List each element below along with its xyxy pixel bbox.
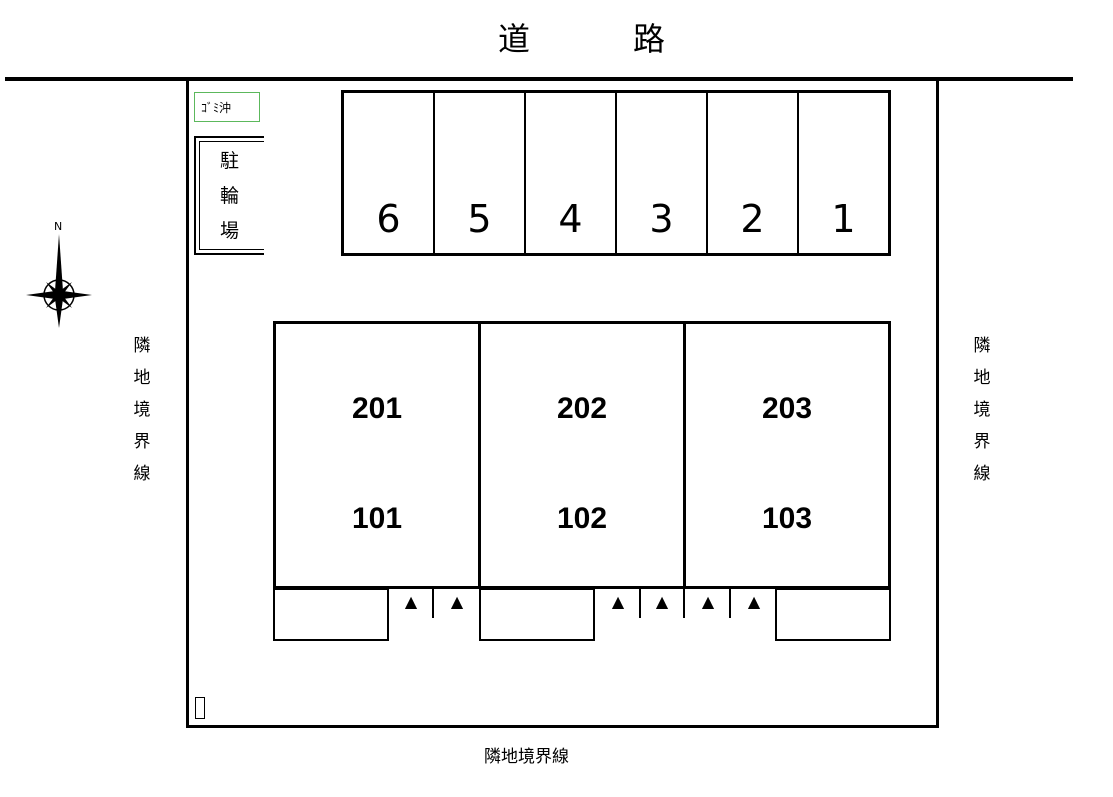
unit-number-lower: 103 bbox=[761, 502, 813, 535]
boundary-char: 境 bbox=[133, 400, 151, 420]
parking-spot: 4 bbox=[524, 93, 615, 253]
site-boundary bbox=[186, 79, 939, 728]
bicycle-parking-char: 場 bbox=[220, 220, 240, 242]
parking-spot-number: 3 bbox=[649, 197, 674, 241]
unit-number-lower: 101 bbox=[351, 502, 403, 535]
compass-north-label: N bbox=[54, 220, 63, 233]
bottom-boundary-label: 隣地境界線 bbox=[484, 747, 569, 767]
porch-box bbox=[273, 588, 389, 641]
parking-spot-number: 4 bbox=[558, 197, 583, 241]
unit-number-upper: 201 bbox=[351, 392, 403, 425]
entrance-strip: ▲ ▲ ▲ ▲ ▲ ▲ bbox=[273, 588, 891, 641]
parking-spot: 3 bbox=[615, 93, 706, 253]
apartment-building: 201 101 202 102 203 103 bbox=[273, 321, 891, 589]
boundary-char: 隣 bbox=[133, 336, 151, 356]
parking-spot-number: 5 bbox=[467, 197, 492, 241]
parking-spot-number: 6 bbox=[376, 197, 401, 241]
road-label-char-1: 道 bbox=[498, 20, 531, 58]
compass-rose-icon: N bbox=[24, 220, 94, 332]
garbage-station: ｺﾞﾐ沖 bbox=[194, 92, 260, 122]
stairs-triangle-icon: ▲ bbox=[404, 592, 418, 611]
stairs-triangle-icon: ▲ bbox=[655, 592, 669, 611]
stairs-triangle-icon: ▲ bbox=[747, 592, 761, 611]
bicycle-parking: 駐 輪 場 bbox=[194, 136, 264, 255]
road-label-char-2: 路 bbox=[633, 20, 666, 58]
bicycle-parking-char: 駐 bbox=[220, 150, 240, 172]
boundary-char: 線 bbox=[973, 464, 991, 484]
unit-number-upper: 202 bbox=[556, 392, 608, 425]
bicycle-parking-inner bbox=[199, 141, 264, 250]
unit-column: 202 102 bbox=[478, 324, 683, 586]
utility-box bbox=[195, 697, 205, 719]
divider-line bbox=[639, 588, 641, 618]
boundary-char: 地 bbox=[973, 368, 991, 388]
stairs-triangle-icon: ▲ bbox=[611, 592, 625, 611]
boundary-char: 線 bbox=[133, 464, 151, 484]
boundary-char: 界 bbox=[973, 432, 991, 452]
porch-box bbox=[775, 588, 891, 641]
parking-spot-number: 2 bbox=[740, 197, 765, 241]
divider-line bbox=[729, 588, 731, 618]
boundary-char: 地 bbox=[133, 368, 151, 388]
car-parking: 6 5 4 3 2 1 bbox=[341, 90, 891, 256]
garbage-station-label: ｺﾞﾐ沖 bbox=[201, 100, 232, 115]
parking-spot: 2 bbox=[706, 93, 797, 253]
parking-spot-number: 1 bbox=[831, 197, 856, 241]
parking-spot: 6 bbox=[344, 93, 433, 253]
right-boundary-label: 隣 地 境 界 線 bbox=[972, 330, 992, 490]
unit-column: 201 101 bbox=[276, 324, 478, 586]
parking-spot: 1 bbox=[797, 93, 888, 253]
stairs-triangle-icon: ▲ bbox=[701, 592, 715, 611]
boundary-char: 隣 bbox=[973, 336, 991, 356]
road-edge-line bbox=[5, 77, 1073, 81]
stairs-triangle-icon: ▲ bbox=[450, 592, 464, 611]
unit-column: 203 103 bbox=[683, 324, 888, 586]
divider-line bbox=[432, 588, 434, 618]
left-boundary-label: 隣 地 境 界 線 bbox=[132, 330, 152, 490]
unit-number-upper: 203 bbox=[761, 392, 813, 425]
boundary-char: 境 bbox=[973, 400, 991, 420]
divider-line bbox=[683, 588, 685, 618]
porch-box bbox=[479, 588, 595, 641]
parking-spot: 5 bbox=[433, 93, 524, 253]
bicycle-parking-char: 輪 bbox=[220, 185, 240, 207]
unit-number-lower: 102 bbox=[556, 502, 608, 535]
boundary-char: 界 bbox=[133, 432, 151, 452]
